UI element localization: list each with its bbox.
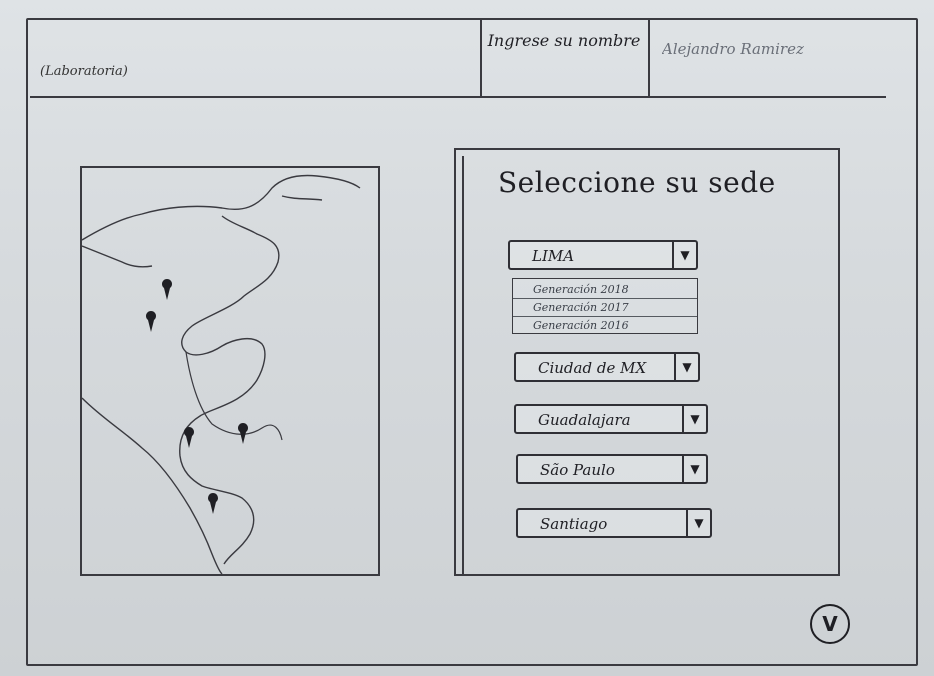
logo: (Laboratoria) <box>40 64 128 79</box>
dropdown-arrow[interactable]: ▼ <box>674 354 698 380</box>
select-santiago[interactable]: Santiago ▼ <box>516 508 712 538</box>
select-value: Santiago <box>540 515 608 533</box>
dropdown-arrow[interactable]: ▼ <box>686 510 710 536</box>
option-generacion-2018[interactable]: Generación 2018 <box>513 281 697 299</box>
dropdown-arrow[interactable]: ▼ <box>682 406 706 432</box>
chevron-down-icon: ▼ <box>690 462 700 476</box>
select-value: Guadalajara <box>538 411 631 429</box>
map-pin <box>208 493 218 514</box>
header-bar <box>30 20 886 98</box>
chevron-down-icon: ▼ <box>680 248 690 262</box>
coastline <box>82 174 361 241</box>
option-generacion-2017[interactable]: Generación 2017 <box>513 299 697 317</box>
dropdown-arrow[interactable]: ▼ <box>682 456 706 482</box>
select-guadalajara[interactable]: Guadalajara ▼ <box>514 404 708 434</box>
dropdown-arrow[interactable]: ▼ <box>672 242 696 268</box>
option-generacion-2016[interactable]: Generación 2016 <box>533 319 629 332</box>
header-divider <box>648 18 650 96</box>
name-input[interactable] <box>660 30 884 68</box>
campus-panel <box>454 148 840 576</box>
select-value: São Paulo <box>540 461 615 479</box>
map-pin <box>184 427 194 448</box>
chevron-down-icon: ▼ <box>682 360 692 374</box>
map-pins <box>146 279 249 514</box>
header-divider <box>480 20 482 96</box>
confirm-button[interactable]: V <box>810 604 850 644</box>
coastline <box>185 351 283 441</box>
campus-panel-inner <box>462 156 836 574</box>
select-ciudad-mx[interactable]: Ciudad de MX ▼ <box>514 352 700 382</box>
select-value: Ciudad de MX <box>538 359 647 377</box>
coastline <box>82 215 280 565</box>
name-prompt-label: Ingrese su nombre <box>487 31 641 50</box>
select-value: LIMA <box>532 247 575 265</box>
map-pin <box>162 279 172 300</box>
select-sao-paulo[interactable]: São Paulo ▼ <box>516 454 708 484</box>
select-lima[interactable]: LIMA ▼ <box>508 240 698 270</box>
panel-title: Seleccione su sede <box>498 166 776 199</box>
check-icon: V <box>822 612 838 636</box>
chevron-down-icon: ▼ <box>690 412 700 426</box>
app-window <box>26 18 918 666</box>
dropdown-options: Generación 2018 Generación 2017 Generaci… <box>512 278 698 334</box>
coastline <box>82 397 223 574</box>
map-panel <box>80 166 380 576</box>
chevron-down-icon: ▼ <box>694 516 704 530</box>
map-pin <box>238 423 249 444</box>
map-pin <box>146 311 156 332</box>
south-america-map <box>82 174 361 574</box>
